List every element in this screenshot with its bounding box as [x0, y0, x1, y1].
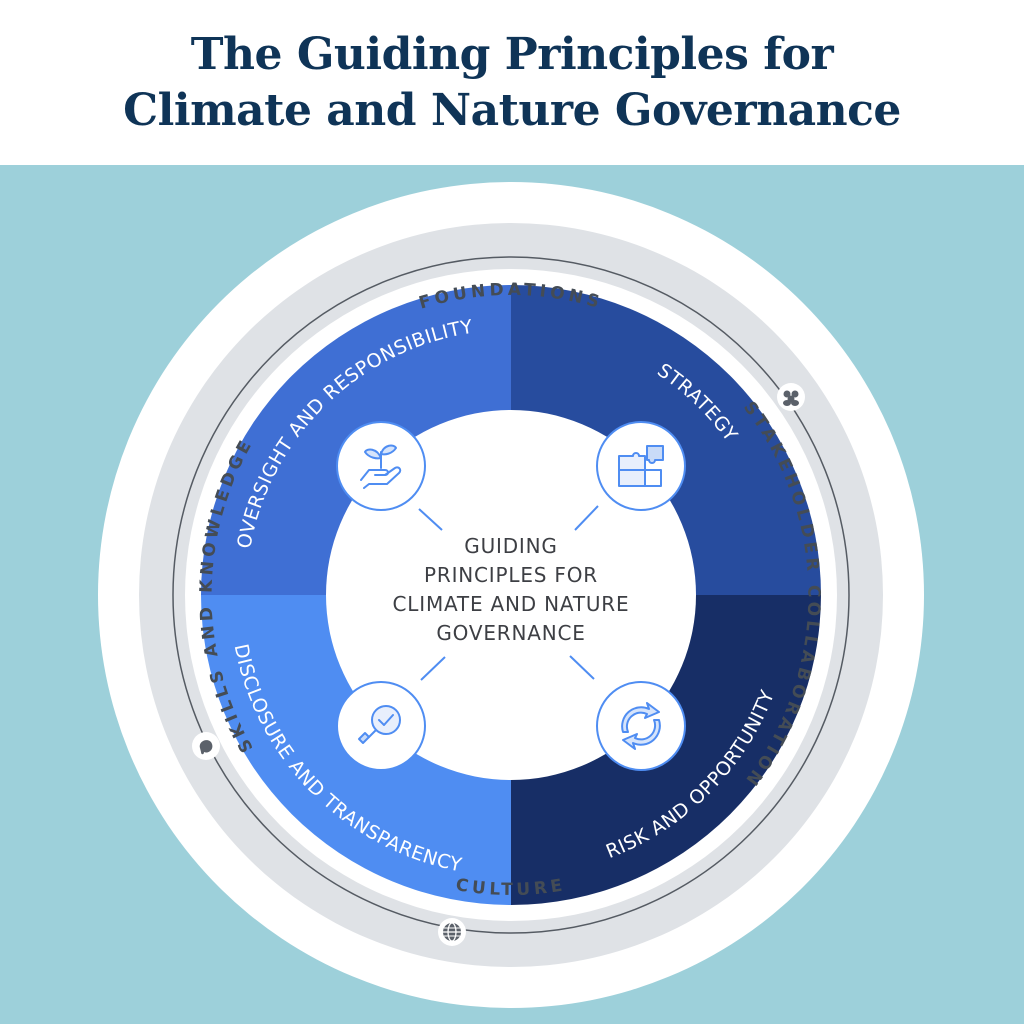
center-title-line-4: GOVERNANCE	[436, 621, 585, 645]
connector-line	[420, 656, 446, 681]
ring-track-line	[172, 256, 850, 934]
page-title-line-1: The Guiding Principles for	[190, 28, 834, 80]
header: The Guiding Principles for Climate and N…	[0, 0, 1024, 165]
puzzle-icon	[596, 421, 686, 511]
connector-line	[574, 505, 599, 531]
connector-line	[569, 655, 595, 680]
plant-in-hand-icon	[336, 421, 426, 511]
people-group-icon	[777, 383, 805, 411]
center-title-line-1: GUIDING	[464, 534, 557, 558]
magnifier-check-icon	[336, 681, 426, 771]
refresh-cycle-icon	[596, 681, 686, 771]
page-title-line-2: Climate and Nature Governance	[123, 84, 901, 136]
brain-icon	[192, 732, 220, 760]
center-title-line-3: CLIMATE AND NATURE	[393, 592, 630, 616]
center-title-line-2: PRINCIPLES FOR	[424, 563, 598, 587]
connector-line	[418, 508, 443, 531]
center-disc	[326, 410, 696, 780]
globe-icon	[438, 918, 466, 946]
connector-lines	[418, 505, 599, 681]
